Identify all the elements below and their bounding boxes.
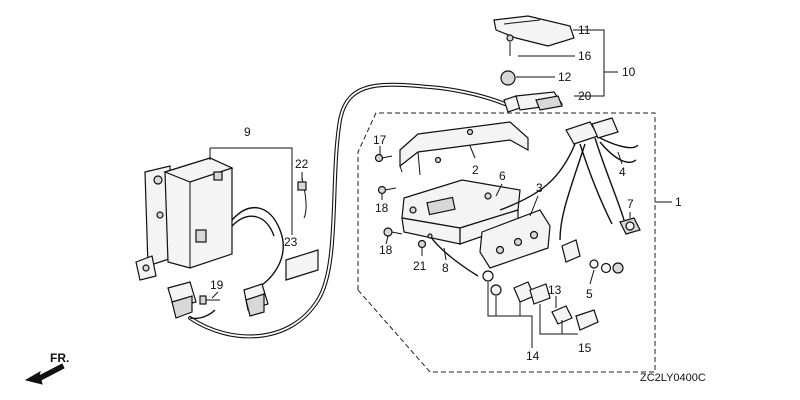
- front-direction-arrow: FR.: [24, 351, 69, 385]
- toggle-switch-5: [561, 239, 624, 274]
- control-unit-connectors: [167, 281, 269, 320]
- wiring-harness: [499, 117, 639, 241]
- callout-22: 22: [295, 157, 309, 171]
- control-unit: [135, 157, 284, 286]
- callout-18-lower: 18: [379, 243, 393, 257]
- screw-18-upper: [377, 185, 397, 195]
- cable-tie-22: [297, 177, 307, 219]
- bolt-19: [199, 295, 220, 305]
- callout-15: 15: [578, 341, 592, 355]
- callout-10: 10: [622, 65, 636, 79]
- callout-17: 17: [373, 133, 387, 147]
- screw-17: [374, 153, 393, 163]
- switch-panel: [479, 209, 551, 269]
- callout-labels: 1 2 3 4 5 6 7 8 9 10 11 12 13 14 15 16 1…: [210, 23, 682, 363]
- main-cable: [188, 82, 507, 339]
- callout-8: 8: [442, 261, 449, 275]
- callout-4: 4: [619, 165, 626, 179]
- callout-2: 2: [472, 163, 479, 177]
- label-23: [285, 249, 319, 281]
- callout-1: 1: [675, 195, 682, 209]
- callout-14: 14: [526, 349, 540, 363]
- knob-13: [551, 305, 599, 331]
- callout-20: 20: [578, 89, 592, 103]
- callout-6: 6: [499, 169, 506, 183]
- callout-7: 7: [627, 197, 634, 211]
- callout-5: 5: [586, 287, 593, 301]
- callout-21: 21: [413, 259, 427, 273]
- callout-12: 12: [558, 70, 572, 84]
- top-bracket: [399, 121, 529, 176]
- callout-16: 16: [578, 49, 592, 63]
- lead-8: [427, 233, 479, 277]
- callout-19: 19: [210, 278, 224, 292]
- callout-18-upper: 18: [375, 201, 389, 215]
- callout-9: 9: [244, 125, 251, 139]
- front-label: FR.: [50, 351, 69, 365]
- screw-18-lower: [383, 227, 403, 237]
- callout-23: 23: [284, 235, 298, 249]
- front-arrow-icon: [24, 363, 65, 385]
- assembly-boundary: [357, 112, 656, 373]
- nut-21: [417, 239, 427, 249]
- top-connector-assembly: [493, 15, 575, 113]
- callout-11: 11: [578, 23, 591, 37]
- leader-lines: [209, 29, 672, 348]
- plug-7: [619, 217, 641, 235]
- switch-14-15: [482, 270, 551, 305]
- callout-3: 3: [536, 181, 543, 195]
- diagram-code: ZC2LY0400C: [640, 372, 706, 384]
- callout-13: 13: [548, 283, 562, 297]
- mounting-plate: [401, 179, 521, 245]
